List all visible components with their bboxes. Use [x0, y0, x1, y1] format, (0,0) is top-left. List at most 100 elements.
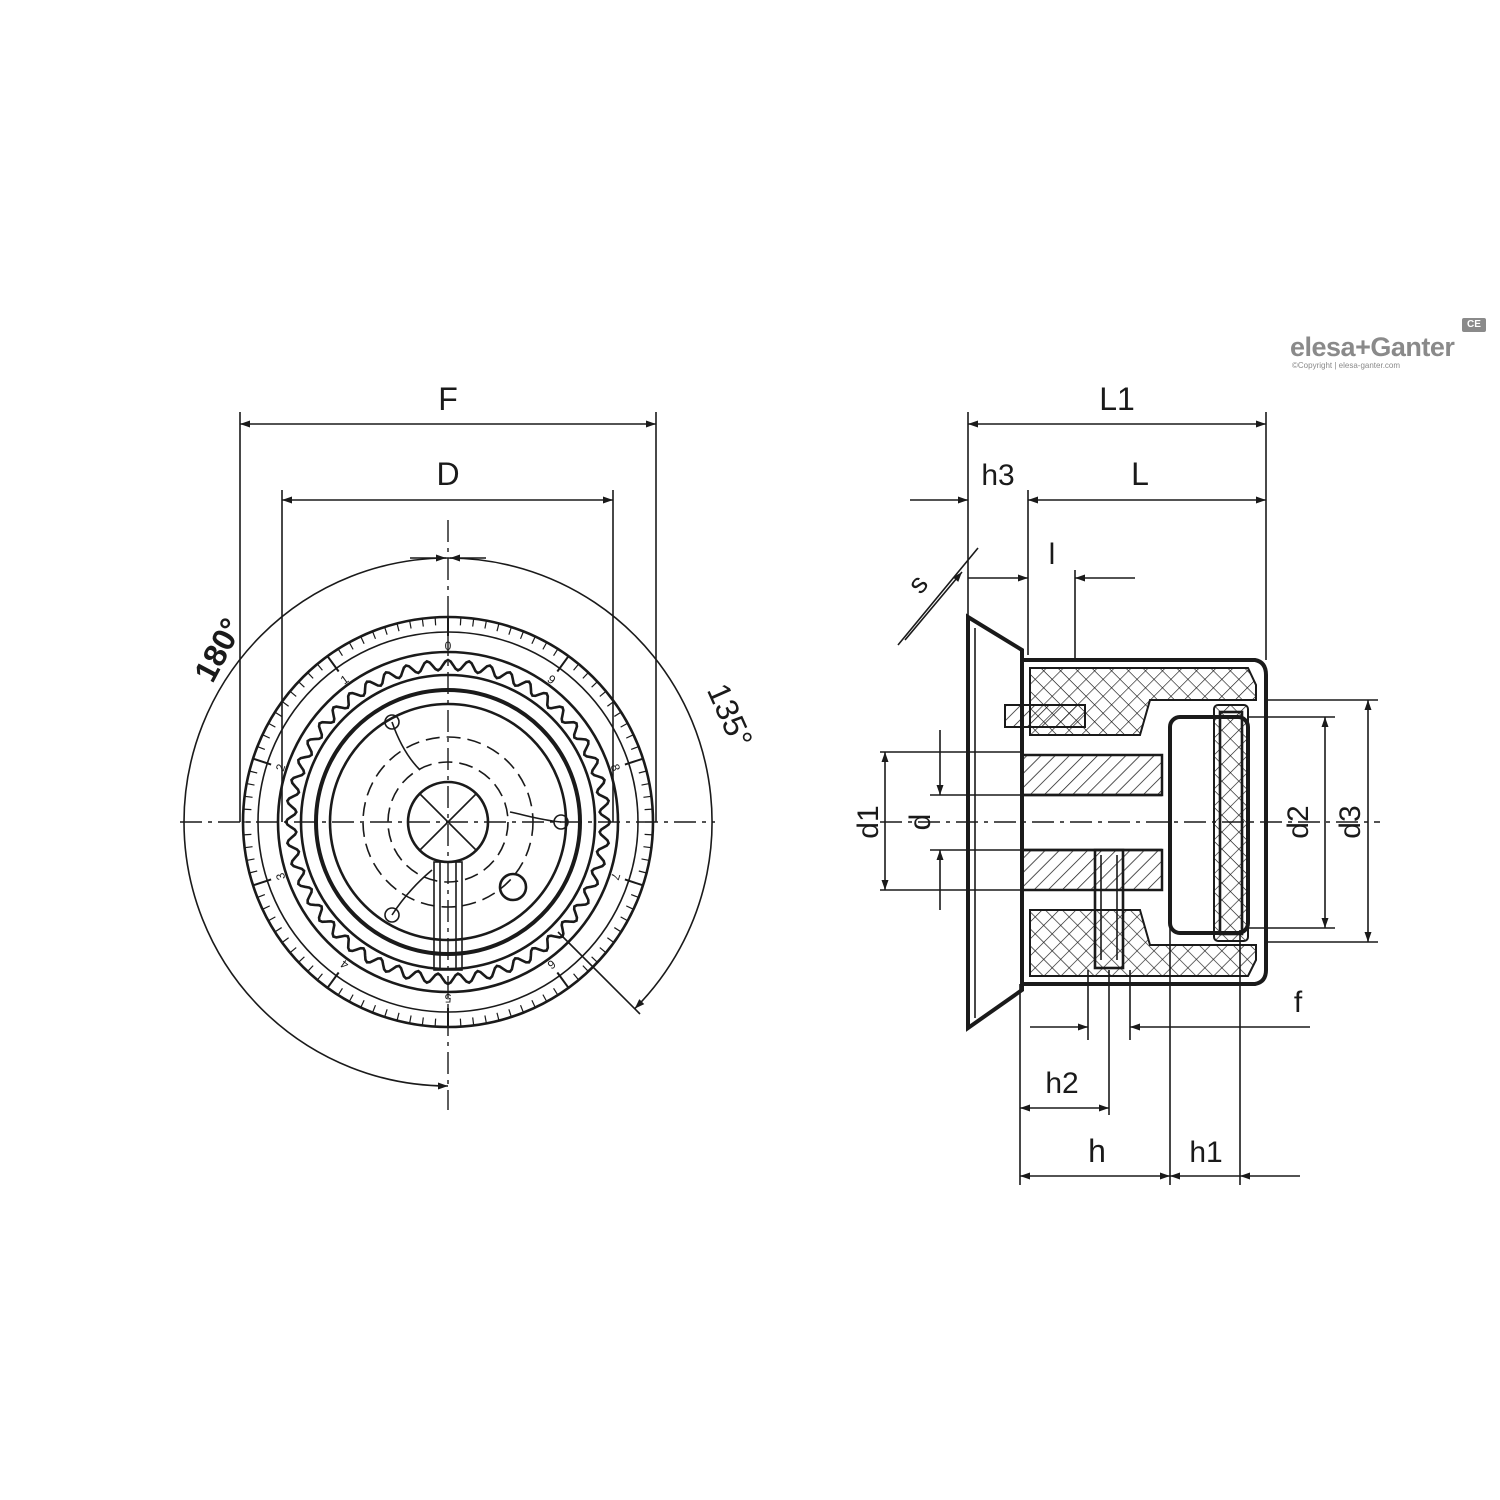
scale-tick	[556, 971, 570, 989]
scale-tick	[496, 1012, 500, 1021]
brand-name: elesa+Ganter	[1290, 332, 1455, 362]
scale-tick	[421, 618, 424, 627]
scale-tick	[298, 681, 305, 688]
scale-tick	[384, 626, 388, 635]
scale-tick	[257, 893, 266, 899]
scale-tick	[582, 965, 589, 972]
scale-tick	[252, 757, 272, 766]
scale-tick	[244, 846, 253, 849]
side-view: L1 h3 L l s d1 d d2 d	[852, 381, 1380, 1185]
scale-tick	[643, 795, 652, 798]
ce-mark-icon: CE	[1462, 318, 1486, 332]
scale-tick	[614, 711, 622, 717]
angle-arc-180	[183, 557, 449, 1090]
dim-s-line	[897, 547, 979, 646]
knurl-ring-outer	[276, 650, 620, 994]
scale-tick	[614, 927, 622, 933]
scale-tick	[316, 973, 323, 981]
spring-arm-bottom	[391, 869, 433, 916]
scale-tick	[582, 672, 589, 679]
scale-tick	[289, 947, 297, 954]
scale-tick	[591, 956, 598, 963]
scale-tick	[371, 631, 377, 640]
scale-tick	[371, 1004, 377, 1013]
scale-cone	[966, 613, 1024, 1032]
scale-tick	[573, 663, 580, 671]
screw-hole-right	[553, 814, 569, 830]
scale-tick	[624, 757, 644, 766]
scale-tick	[246, 782, 255, 786]
scale-number: 2	[273, 762, 288, 773]
pointer-pin	[498, 872, 528, 902]
scale-tick	[434, 1018, 437, 1027]
scale-tick	[607, 937, 615, 943]
scale-tick	[472, 618, 475, 627]
scale-tick	[246, 858, 255, 862]
scale-tick	[252, 878, 272, 887]
scale-tick	[348, 994, 354, 1002]
dim-d1-label: d1	[852, 805, 885, 838]
brand-copyright: ©Copyright | elesa-ganter.com	[1292, 361, 1401, 370]
scale-tick	[289, 690, 297, 697]
dim-s-label: s	[901, 569, 934, 600]
scale-tick	[408, 1015, 412, 1024]
scale-tick	[307, 965, 314, 972]
dim-h-label: h	[1088, 1133, 1106, 1169]
scale-tick	[542, 994, 548, 1002]
scale-tick	[644, 808, 653, 811]
scale-tick	[644, 833, 653, 836]
dim-h2-label: h2	[1045, 1067, 1078, 1100]
scale-tick	[307, 672, 314, 679]
scale-tick	[459, 1018, 462, 1027]
scale-tick	[630, 745, 639, 751]
dim-l-label: l	[1049, 538, 1056, 571]
scale-tick	[244, 795, 253, 798]
scale-tick	[459, 617, 462, 626]
dim-D-label: D	[436, 456, 459, 492]
scale-tick	[641, 858, 650, 862]
scale-tick	[496, 623, 500, 632]
scale-tick	[262, 734, 271, 739]
scale-tick	[384, 1009, 388, 1018]
angle-arc-135	[447, 557, 713, 1010]
scale-tick	[556, 655, 570, 673]
scale-tick	[268, 722, 276, 728]
angle-135-label: 135°	[700, 678, 760, 753]
scale-tick	[421, 1017, 424, 1026]
scale-tick	[360, 999, 365, 1008]
scale-tick	[326, 971, 340, 989]
scale-number: 0	[445, 639, 452, 653]
scale-number: 8	[608, 762, 623, 773]
knob-body	[314, 688, 582, 956]
screw-hole-top	[384, 714, 400, 730]
scale-tick	[553, 648, 559, 656]
scale-tick	[620, 916, 628, 922]
scale-tick	[268, 916, 276, 922]
scale-tick	[542, 642, 548, 650]
set-screw	[1093, 848, 1125, 970]
knurl-ring-inner	[299, 673, 597, 971]
scale-tick	[508, 626, 512, 635]
scale-tick	[337, 988, 343, 996]
spring-arm-top	[391, 721, 421, 771]
spring-arm-right	[509, 811, 562, 823]
hidden-circle-mid	[387, 761, 509, 883]
scale-tick	[281, 701, 289, 707]
scale-tick	[396, 623, 400, 632]
cap-window	[1218, 710, 1244, 936]
scale-tick	[484, 1015, 488, 1024]
scale-tick	[638, 870, 647, 874]
dim-s-arrow-1	[904, 571, 963, 641]
scale-ticks	[243, 617, 653, 1027]
scale-tick	[641, 782, 650, 786]
scale-tick	[316, 663, 323, 671]
dim-d3-label: d3	[1334, 805, 1367, 838]
scale-tick	[508, 1009, 512, 1018]
scale-tick	[519, 631, 525, 640]
scale-tick	[337, 648, 343, 656]
scale-tick	[281, 937, 289, 943]
scale-tick	[531, 999, 536, 1008]
angle-135-ext	[557, 931, 641, 1015]
scale-tick	[243, 833, 252, 836]
